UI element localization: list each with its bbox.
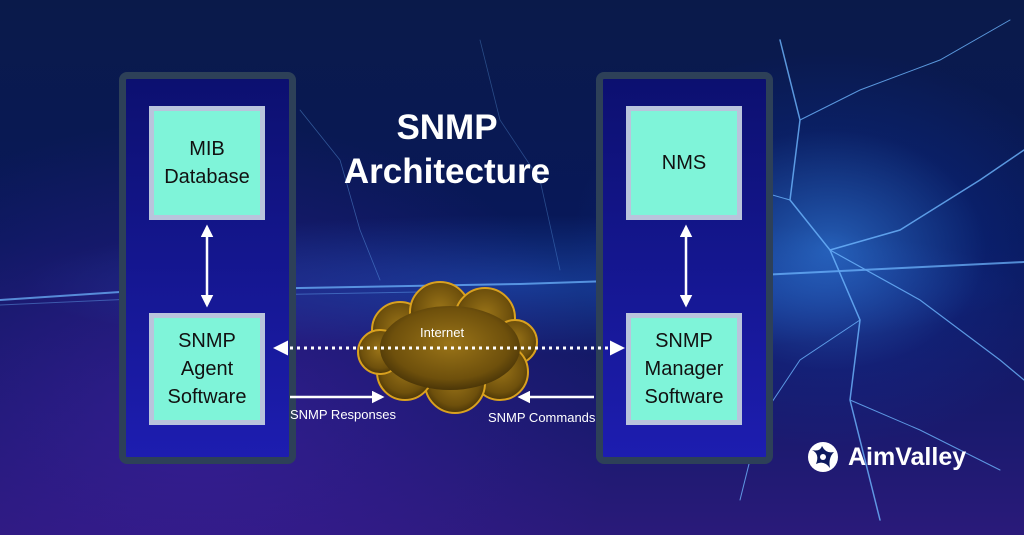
snmp-commands-label: SNMP Commands	[488, 410, 596, 425]
mib-database-label: MIB Database	[164, 138, 250, 188]
nms-box: NMS	[626, 106, 742, 220]
diagram-title: SNMP Architecture	[343, 108, 551, 191]
internet-cloud	[357, 281, 538, 414]
snmp-responses-label: SNMP Responses	[290, 407, 396, 422]
nms-label: NMS	[661, 152, 707, 174]
globe-logo-icon	[808, 442, 838, 472]
mib-database-box: MIB Database	[149, 106, 265, 220]
snmp-agent-label: SNMP Agent Software	[167, 330, 247, 408]
snmp-agent-box: SNMP Agent Software	[149, 313, 265, 425]
internet-label: Internet	[420, 325, 465, 340]
snmp-manager-label: SNMP Manager Software	[644, 330, 724, 408]
brand-name: AimValley	[848, 442, 967, 471]
snmp-manager-box: SNMP Manager Software	[626, 313, 742, 425]
brand-logo: AimValley	[806, 440, 966, 474]
